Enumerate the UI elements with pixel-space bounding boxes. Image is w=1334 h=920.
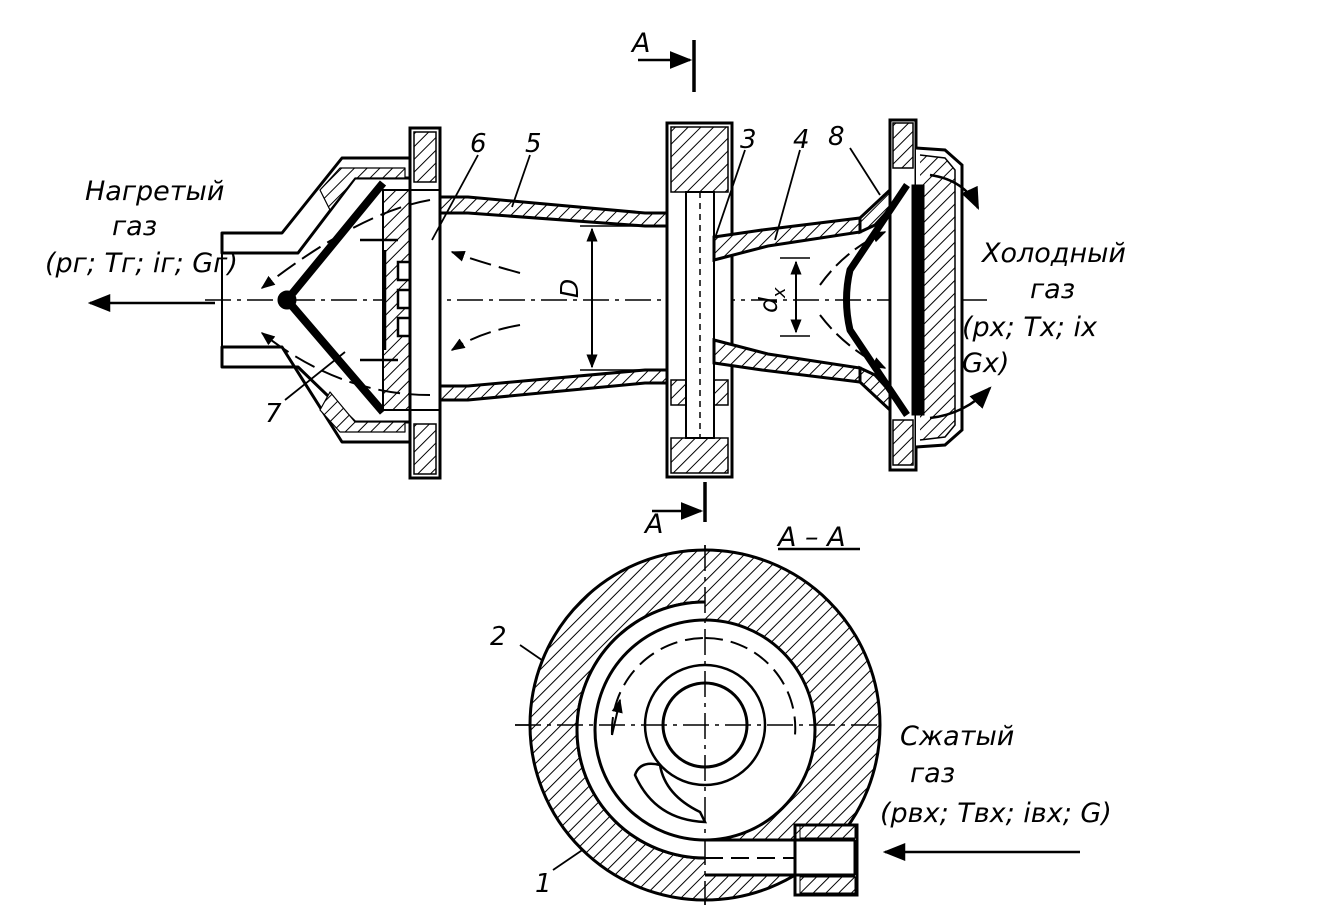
part-number-2: 2 bbox=[490, 622, 507, 652]
labels: A A A – A 6 5 3 4 8 7 2 1 D d x Нагретый… bbox=[45, 28, 1126, 899]
section-mark-bottom: A bbox=[643, 509, 663, 540]
part-number-6: 6 bbox=[470, 129, 487, 159]
section-A-A bbox=[515, 545, 882, 905]
hot-flow-bottom bbox=[260, 332, 431, 396]
tube-wall-top bbox=[438, 195, 669, 228]
dimension-label-D: D bbox=[555, 279, 584, 298]
throttle-cone-tip bbox=[277, 290, 297, 310]
cold-gas-params-2: Gх) bbox=[962, 348, 1009, 379]
dimension-label-dx: d x bbox=[754, 287, 790, 313]
cold-end-cap bbox=[843, 118, 964, 472]
cold-outlet-arrow-bottom bbox=[929, 386, 992, 420]
cold-valve-plate bbox=[911, 184, 925, 416]
part-number-1: 1 bbox=[535, 869, 552, 899]
hot-gas-params: (pг; Tг; iг; Gг) bbox=[45, 248, 238, 279]
diaphragm-wall-top bbox=[712, 216, 862, 262]
flange-left bbox=[408, 126, 442, 480]
compressed-gas-params: (pвх; Tвх; iвх; G) bbox=[880, 798, 1112, 829]
part-number-8: 8 bbox=[828, 122, 845, 152]
hot-cap-hatch-bottom bbox=[319, 391, 406, 433]
svg-text:x: x bbox=[769, 287, 790, 299]
cold-flow-top bbox=[819, 231, 887, 286]
section-mark-top: A bbox=[630, 28, 650, 59]
flow-arrows bbox=[87, 173, 992, 420]
part-number-5: 5 bbox=[525, 129, 542, 159]
hot-gas-label-line1: Нагретый bbox=[85, 176, 224, 207]
section-cut-marks bbox=[638, 40, 860, 551]
cold-gas-params-1: (pх; Tх; iх bbox=[962, 312, 1098, 343]
diaphragm-wall-bottom bbox=[712, 338, 862, 384]
cold-flow-bottom bbox=[819, 314, 887, 369]
swirl-arrow-bottom bbox=[450, 324, 521, 351]
part-number-4: 4 bbox=[793, 125, 810, 155]
vortex-chamber-flange bbox=[665, 121, 734, 479]
compressed-gas-label-line2: газ bbox=[910, 758, 955, 789]
swirl-arrow-top bbox=[450, 250, 521, 274]
dimension-D bbox=[580, 225, 650, 371]
hot-flow-top bbox=[260, 199, 431, 289]
cold-gas-label-line2: газ bbox=[1030, 274, 1075, 305]
tube-wall-bottom bbox=[438, 368, 669, 402]
hot-cap-hatch-top bbox=[319, 167, 406, 211]
section-view-title: A – A bbox=[776, 522, 846, 553]
dimension-dx bbox=[780, 257, 810, 337]
cold-outlet-arrow-top bbox=[929, 173, 980, 211]
hot-gas-label-line2: газ bbox=[112, 211, 157, 242]
cold-valve-cone bbox=[843, 183, 910, 417]
section-flow-arrows bbox=[610, 636, 1080, 861]
compressed-gas-label-line1: Сжатый bbox=[900, 721, 1014, 752]
part-number-3: 3 bbox=[740, 125, 757, 155]
part-number-7: 7 bbox=[265, 399, 282, 429]
svg-text:d: d bbox=[754, 297, 783, 313]
cold-gas-label-line1: Холодный bbox=[980, 238, 1126, 269]
